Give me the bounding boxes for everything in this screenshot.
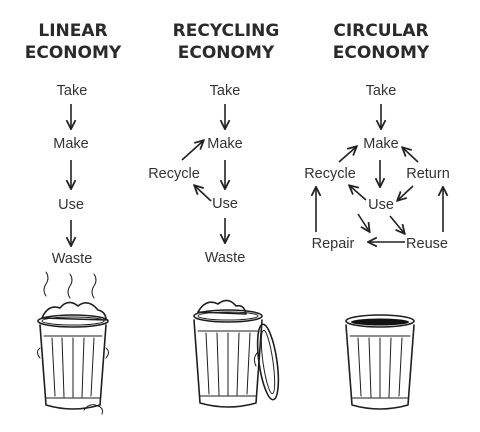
linear-economy-column: LINEAR ECONOMY Take Make Use Waste: [25, 21, 122, 415]
recycling-node-use: Use: [212, 196, 238, 212]
recycling-node-recycle: Recycle: [148, 166, 200, 182]
circular-node-make: Make: [363, 136, 398, 152]
recycling-arrow-recycle-make: [181, 141, 203, 161]
circular-arrow-return-make: [403, 148, 419, 163]
linear-node-use: Use: [58, 197, 84, 213]
circular-node-reuse: Reuse: [406, 236, 448, 252]
recycling-node-make: Make: [207, 136, 242, 152]
circular-node-take: Take: [366, 83, 397, 99]
circular-arrow-recycle-make: [338, 147, 356, 163]
circular-title-line1: CIRCULAR: [333, 21, 428, 41]
empty-trash-can-icon: [345, 314, 415, 410]
linear-node-waste: Waste: [52, 251, 93, 267]
recycling-node-take: Take: [210, 83, 241, 99]
recycling-economy-column: RECYCLING ECONOMY Take Make Recycle Use …: [148, 21, 280, 408]
linear-node-make: Make: [53, 136, 88, 152]
circular-arrow-return-use: [398, 185, 414, 200]
recycling-arrow-use-recycle: [195, 186, 212, 202]
recycling-title-line2: ECONOMY: [178, 43, 275, 63]
linear-node-take: Take: [57, 83, 88, 99]
circular-title-line2: ECONOMY: [333, 43, 430, 63]
half-full-trash-can-icon: [193, 299, 280, 408]
stink-line: [67, 273, 73, 299]
recycling-title-line1: RECYCLING: [173, 21, 280, 41]
circular-node-return: Return: [406, 166, 450, 182]
circular-economy-column: CIRCULAR ECONOMY Take Make Recycle Retur…: [304, 21, 450, 410]
circular-arrow-use-reuse: [389, 215, 404, 233]
circular-node-repair: Repair: [312, 236, 355, 252]
stink-line: [91, 273, 97, 299]
linear-title-line2: ECONOMY: [25, 43, 122, 63]
circular-node-use: Use: [368, 197, 394, 213]
circular-node-recycle: Recycle: [304, 166, 356, 182]
stink-line: [43, 271, 49, 297]
overflowing-trash-can-icon: [37, 271, 109, 415]
recycling-node-waste: Waste: [205, 250, 246, 266]
circular-arrow-repair-use: [357, 213, 369, 231]
linear-title-line1: LINEAR: [38, 21, 107, 41]
circular-arrow-use-recycle: [350, 186, 367, 201]
